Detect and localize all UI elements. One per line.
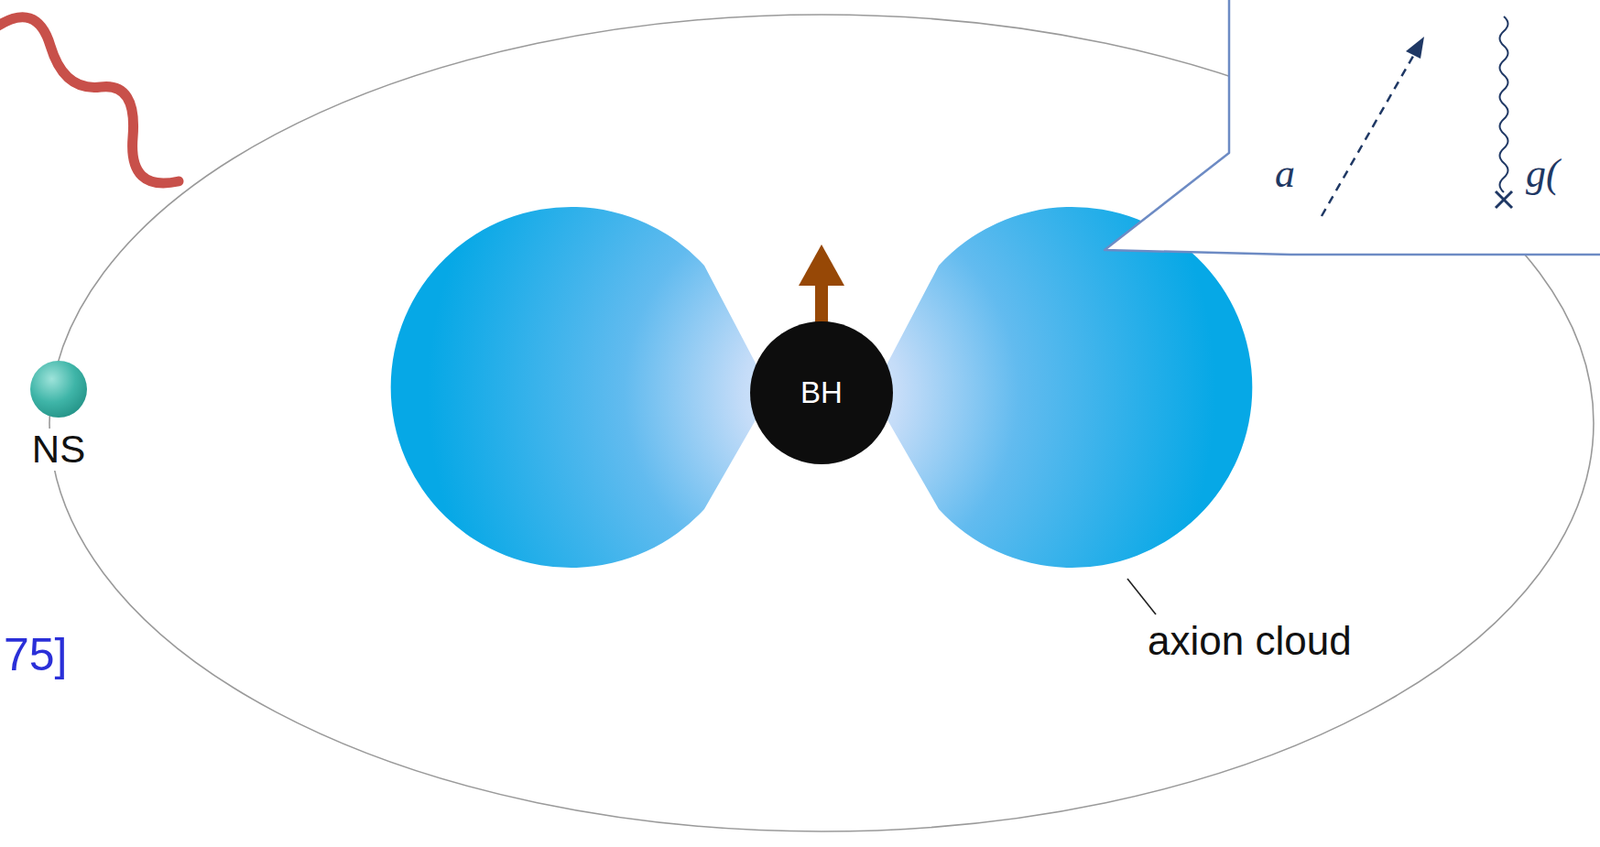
- node-label: BH: [800, 376, 843, 410]
- reference-number: 75]: [3, 630, 68, 681]
- axion-cloud-lobe: [391, 206, 772, 568]
- symbol-label: g(: [1525, 152, 1560, 196]
- spin-arrow: [815, 279, 828, 327]
- callout-outline: [1229, 0, 1600, 255]
- callout-box: a g(: [1229, 0, 1600, 255]
- gravitational-wave: [0, 17, 179, 184]
- axion-cloud-lobe: [871, 206, 1252, 568]
- leader-line: [1127, 578, 1156, 615]
- axion-cloud-label: axion cloud: [1147, 619, 1352, 664]
- node-label: NS: [28, 428, 89, 471]
- black-hole: BH: [750, 321, 893, 465]
- symbol-label: a: [1274, 152, 1296, 196]
- neutron-star: NS: [30, 360, 88, 418]
- spin-arrow-head: [798, 244, 845, 286]
